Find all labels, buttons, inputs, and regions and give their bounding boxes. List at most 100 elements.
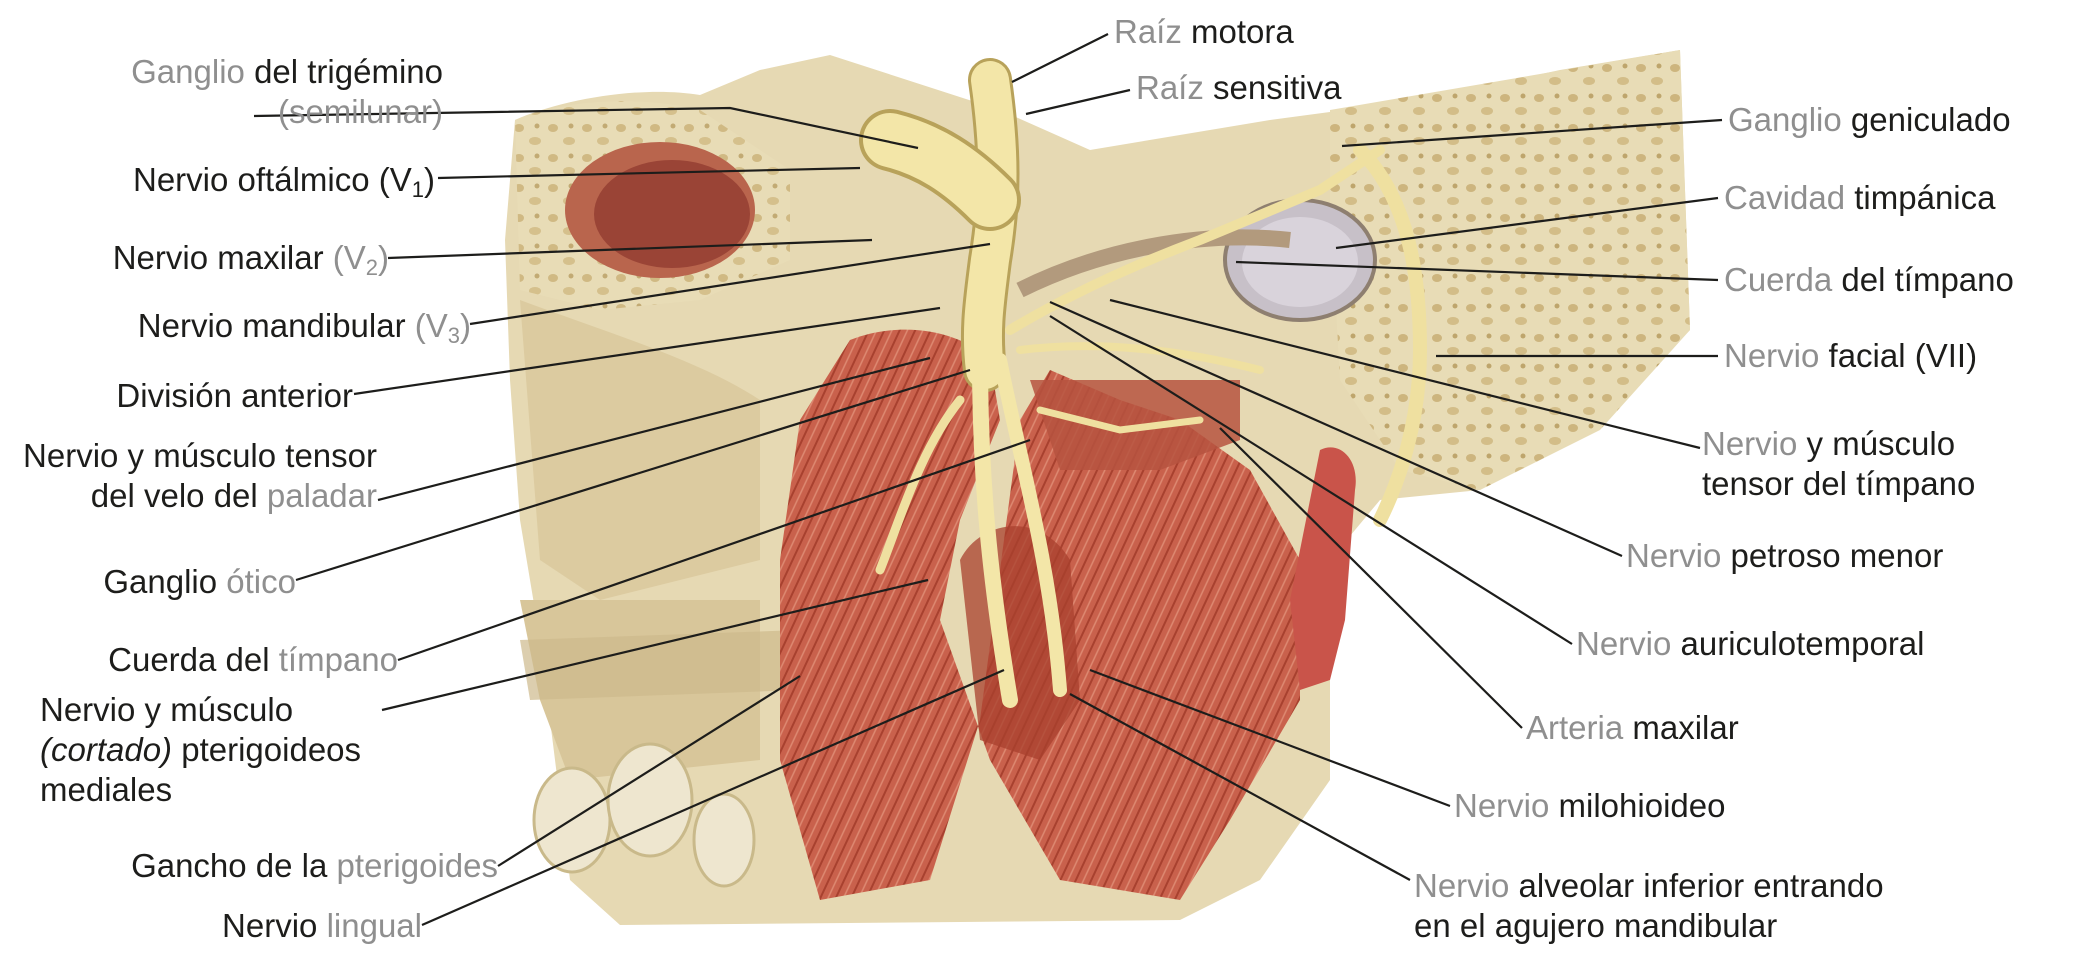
label-segment: Cuerda <box>1724 261 1841 298</box>
label-segment: Nervio <box>1626 537 1731 574</box>
label-segment: del trigémino <box>254 53 443 90</box>
label-segment: (V <box>333 239 366 276</box>
label-line: División anterior <box>116 376 353 416</box>
label-segment: auriculotemporal <box>1681 625 1925 662</box>
label-segment: Nervio <box>1454 787 1559 824</box>
label-segment: petroso menor <box>1731 537 1944 574</box>
label-ophthalmic-nerve: Nervio oftálmico (V1) <box>133 160 435 210</box>
label-line: en el agujero mandibular <box>1414 906 1884 946</box>
label-segment: (V <box>415 307 448 344</box>
label-segment: Arteria <box>1526 709 1632 746</box>
label-segment: Nervio maxilar <box>113 239 333 276</box>
label-segment: 1 <box>412 177 424 202</box>
label-segment: Raíz <box>1136 69 1213 106</box>
label-motor-root: Raíz motora <box>1114 12 1294 52</box>
label-line: mediales <box>40 770 361 810</box>
label-line: Cavidad timpánica <box>1724 178 1995 218</box>
label-anterior-division: División anterior <box>116 376 353 416</box>
label-pterygoid-hamulus: Gancho de la pterigoides <box>131 846 498 886</box>
label-tensor-tympani: Nervio y músculotensor del tímpano <box>1702 424 1975 504</box>
label-segment: paladar <box>267 477 377 514</box>
label-segment: pterigoideos <box>172 731 361 768</box>
label-segment: Ganglio <box>131 53 254 90</box>
label-segment: geniculado <box>1851 101 2011 138</box>
label-medial-pterygoid: Nervio y músculo(cortado) pterigoideosme… <box>40 690 361 810</box>
label-line: Gancho de la pterigoides <box>131 846 498 886</box>
label-segment: milohioideo <box>1559 787 1726 824</box>
label-segment: (semilunar) <box>278 93 443 130</box>
label-segment: Ganglio <box>103 563 226 600</box>
label-line: Arteria maxilar <box>1526 708 1739 748</box>
label-mylohyoid-nerve: Nervio milohioideo <box>1454 786 1725 826</box>
label-segment: Nervio <box>1576 625 1681 662</box>
label-segment: Nervio oftálmico (V <box>133 161 412 198</box>
label-line: Ganglio del trigémino <box>131 52 443 92</box>
label-line: Nervio facial (VII) <box>1724 336 1977 376</box>
label-segment: Nervio y músculo <box>40 691 293 728</box>
label-segment: Nervio <box>1414 867 1519 904</box>
label-segment: alveolar inferior entrando <box>1519 867 1884 904</box>
label-line: Nervio alveolar inferior entrando <box>1414 866 1884 906</box>
label-line: Cuerda del tímpano <box>1724 260 2014 300</box>
label-segment: ) <box>378 239 389 276</box>
label-segment: Gancho de la <box>131 847 336 884</box>
label-mandibular-nerve: Nervio mandibular (V3) <box>138 306 471 356</box>
label-line: Ganglio geniculado <box>1728 100 2011 140</box>
label-line: Cuerda del tímpano <box>108 640 398 680</box>
temporal-bone <box>1330 50 1690 490</box>
label-segment: motora <box>1191 13 1294 50</box>
label-segment: en el agujero mandibular <box>1414 907 1777 944</box>
label-tympanic-cavity: Cavidad timpánica <box>1724 178 1995 218</box>
label-segment: sensitiva <box>1213 69 1341 106</box>
label-line: Nervio auriculotemporal <box>1576 624 1925 664</box>
label-segment: facial (VII) <box>1829 337 1978 374</box>
label-trigeminal-ganglion: Ganglio del trigémino(semilunar) <box>131 52 443 132</box>
label-facial-nerve: Nervio facial (VII) <box>1724 336 1977 376</box>
label-segment: y músculo <box>1807 425 1956 462</box>
label-segment: Nervio mandibular <box>138 307 415 344</box>
label-line: Nervio y músculo tensor <box>23 436 377 476</box>
label-segment: Cuerda del <box>108 641 279 678</box>
label-segment: ) <box>460 307 471 344</box>
label-lingual-nerve: Nervio lingual <box>222 906 422 946</box>
label-line: Nervio milohioideo <box>1454 786 1725 826</box>
label-line: Nervio y músculo <box>1702 424 1975 464</box>
label-line: Nervio y músculo <box>40 690 361 730</box>
label-segment: mediales <box>40 771 172 808</box>
label-line: (cortado) pterigoideos <box>40 730 361 770</box>
label-line: Nervio mandibular (V3) <box>138 306 471 356</box>
label-segment: del tímpano <box>1841 261 2013 298</box>
label-geniculate-ganglion: Ganglio geniculado <box>1728 100 2011 140</box>
label-chorda-tympani-left: Cuerda del tímpano <box>108 640 398 680</box>
label-segment: Nervio <box>222 907 327 944</box>
label-line: del velo del paladar <box>23 476 377 516</box>
label-line: Nervio maxilar (V2) <box>113 238 389 288</box>
label-segment: Ganglio <box>1728 101 1851 138</box>
label-line: Nervio lingual <box>222 906 422 946</box>
label-segment: Raíz <box>1114 13 1191 50</box>
label-line: Nervio oftálmico (V1) <box>133 160 435 210</box>
label-maxillary-nerve: Nervio maxilar (V2) <box>113 238 389 288</box>
label-lesser-petrosal: Nervio petroso menor <box>1626 536 1943 576</box>
label-segment: ótico <box>226 563 296 600</box>
label-segment: Cavidad <box>1724 179 1854 216</box>
label-segment: Nervio <box>1724 337 1829 374</box>
label-line: Raíz sensitiva <box>1136 68 1341 108</box>
label-line: Raíz motora <box>1114 12 1294 52</box>
label-segment: Nervio <box>1702 425 1807 462</box>
label-segment: 3 <box>448 323 460 348</box>
label-line: Ganglio ótico <box>103 562 296 602</box>
label-chorda-tympani-right: Cuerda del tímpano <box>1724 260 2014 300</box>
label-segment: tensor del tímpano <box>1702 465 1975 502</box>
label-auriculotemporal: Nervio auriculotemporal <box>1576 624 1925 664</box>
label-otic-ganglion: Ganglio ótico <box>103 562 296 602</box>
label-segment: del velo del <box>91 477 267 514</box>
label-segment: 2 <box>366 255 378 280</box>
label-segment: tímpano <box>279 641 398 678</box>
label-segment: ) <box>424 161 435 198</box>
label-segment: maxilar <box>1632 709 1738 746</box>
label-maxillary-artery: Arteria maxilar <box>1526 708 1739 748</box>
